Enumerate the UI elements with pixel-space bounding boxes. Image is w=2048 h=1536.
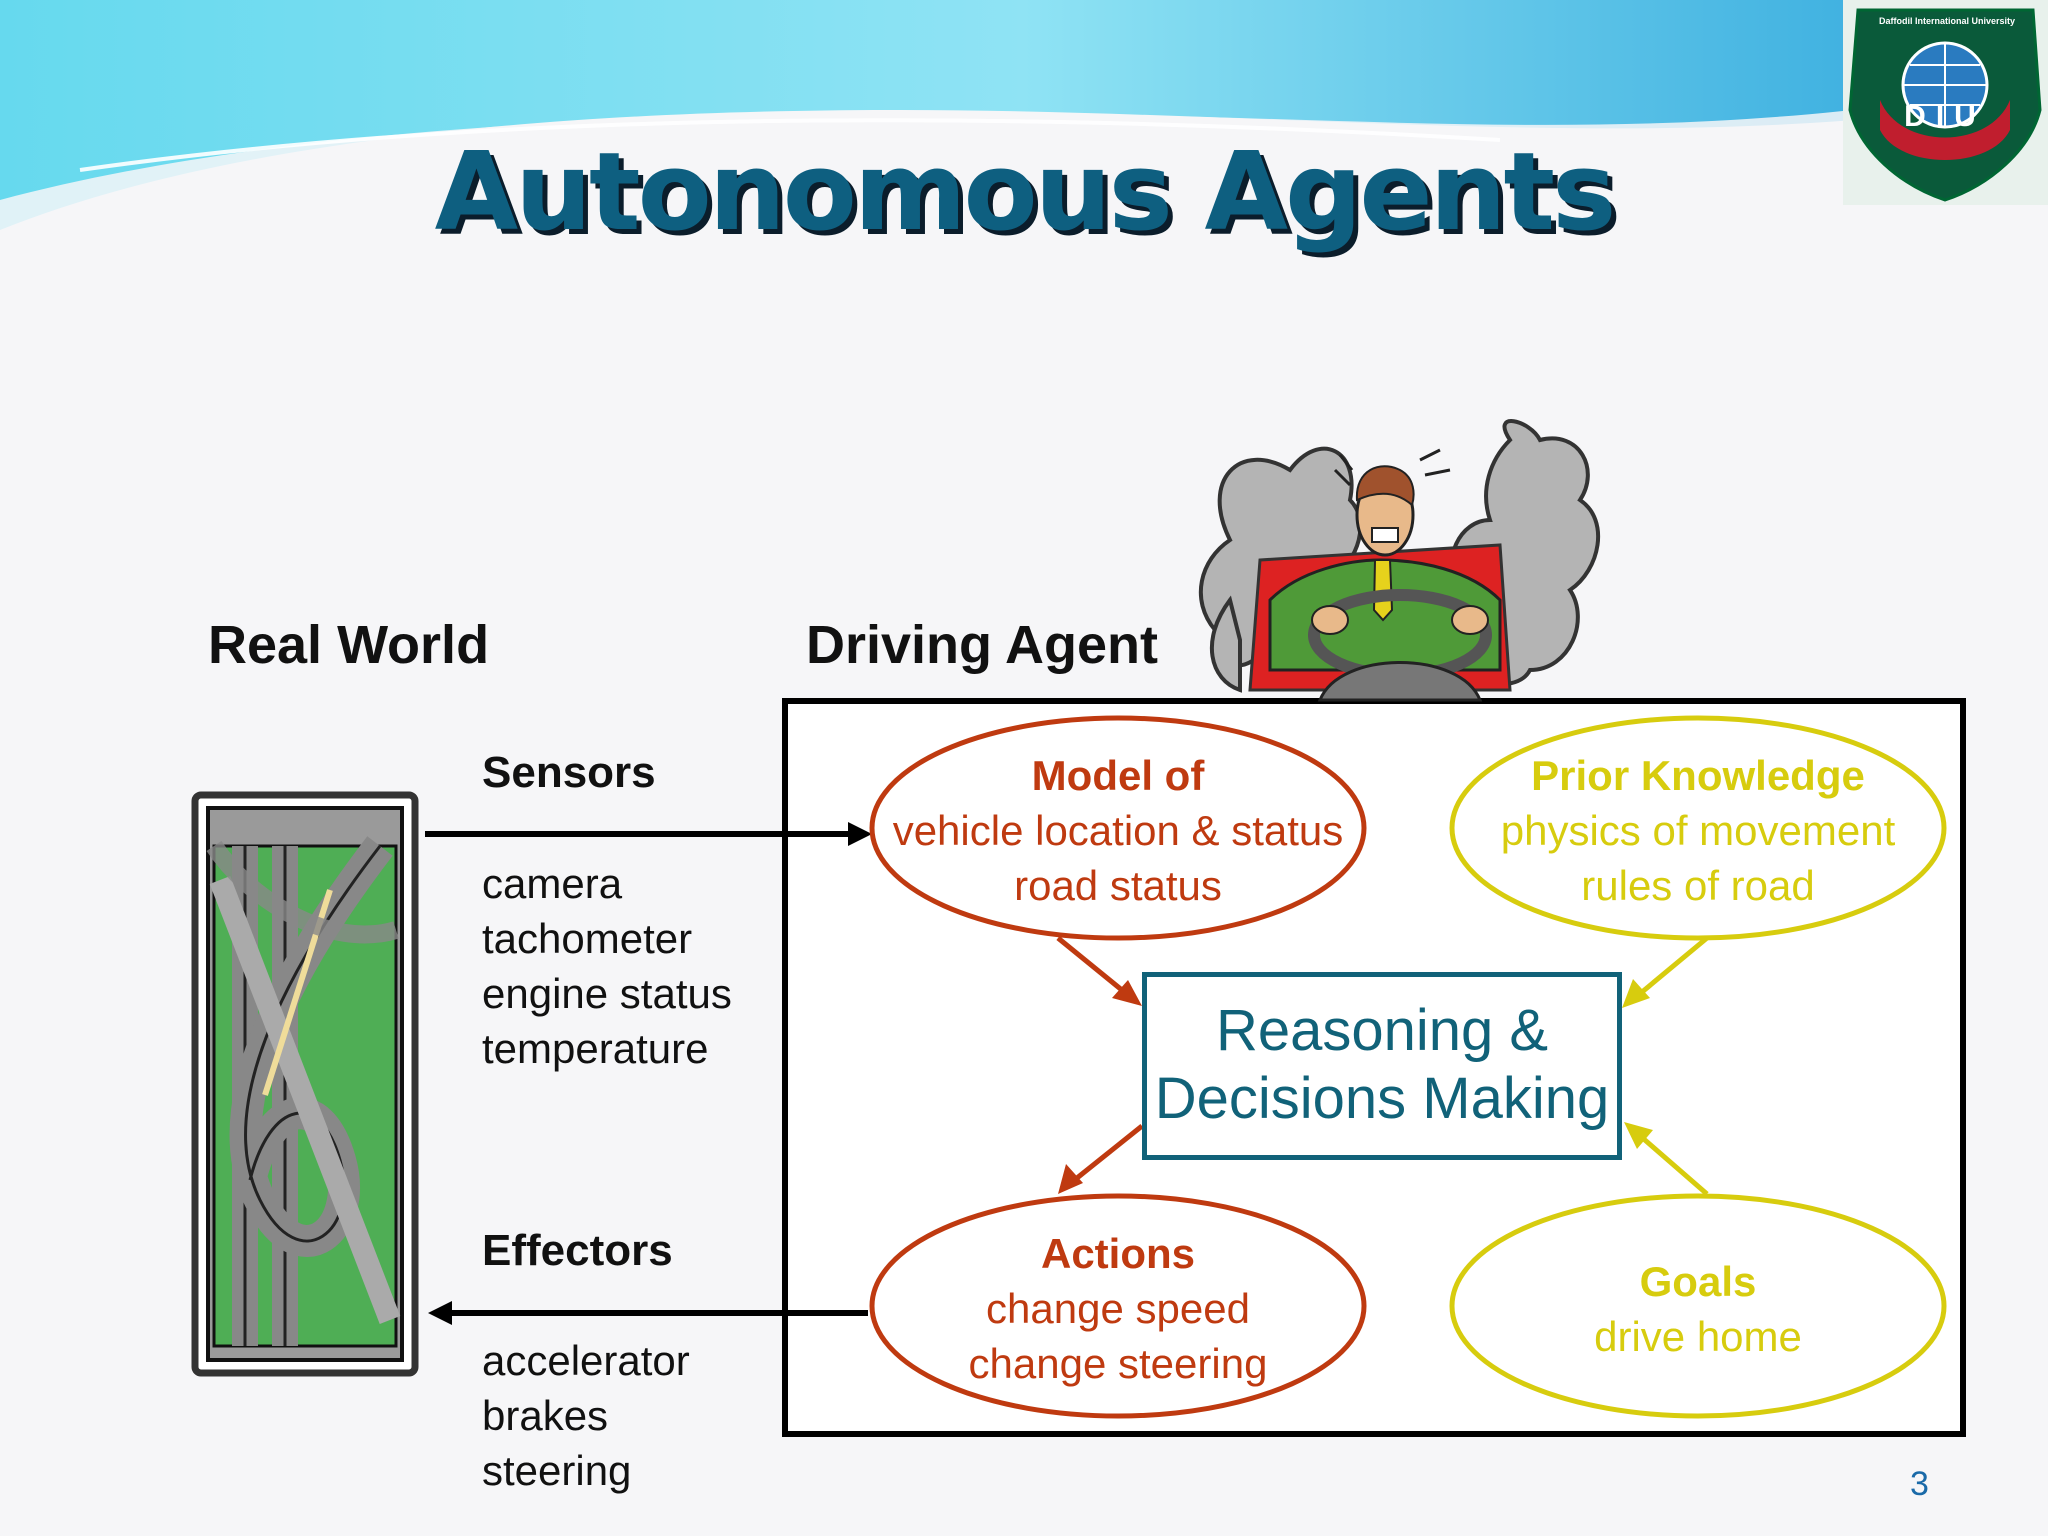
model-node-title: Model of — [1031, 752, 1205, 799]
oval-prior — [1449, 715, 1947, 941]
driver-cartoon — [1198, 419, 1601, 702]
goals-node-title: Goals — [1639, 1258, 1757, 1305]
effector-item: accelerator — [482, 1337, 690, 1384]
logo-initials: DIU — [1904, 100, 1986, 133]
effectors-list: accelerator brakes steering — [482, 1333, 690, 1498]
goals-node-line: drive home — [1594, 1313, 1802, 1360]
arrow-effectors — [428, 1301, 868, 1325]
oval-goals — [1449, 1193, 1947, 1419]
university-logo — [1843, 0, 2048, 205]
arrow-prior-to-reasoning — [1622, 936, 1709, 1008]
prior-node-text: Prior Knowledge physics of movement rule… — [1448, 748, 1948, 913]
page-number: 3 — [1910, 1465, 1929, 1503]
reasoning-node-line: Decisions Making — [1154, 1066, 1610, 1131]
arrow-goals-to-reasoning — [1624, 1122, 1709, 1196]
real-world-label: Real World — [208, 615, 490, 675]
prior-node-line: physics of movement — [1500, 807, 1896, 854]
sensor-item: engine status — [482, 970, 732, 1017]
model-node-text: Model of vehicle location & status road … — [868, 748, 1368, 913]
slide-title: Autonomous Agents — [434, 130, 1617, 255]
goals-node-text: Goals drive home — [1448, 1254, 1948, 1364]
driving-agent-label: Driving Agent — [806, 615, 1159, 675]
prior-node-title: Prior Knowledge — [1531, 752, 1865, 799]
arrow-sensors — [425, 822, 872, 846]
arrow-model-to-reasoning — [1056, 936, 1142, 1006]
header-wave — [0, 0, 2048, 230]
sensor-item: temperature — [482, 1025, 709, 1072]
reasoning-node-line: Reasoning & — [1215, 998, 1549, 1063]
actions-node-title: Actions — [1040, 1230, 1195, 1277]
sensor-item: camera — [482, 860, 623, 907]
sensors-label: Sensors — [482, 748, 656, 797]
effector-item: steering — [482, 1447, 632, 1494]
model-node-line: vehicle location & status — [892, 807, 1344, 854]
model-node-line: road status — [1014, 862, 1222, 909]
header-wave-white — [0, 80, 2048, 240]
arrow-reasoning-to-actions — [1058, 1124, 1144, 1194]
oval-model — [869, 715, 1367, 941]
effector-item: brakes — [482, 1392, 609, 1439]
actions-node-line: change speed — [986, 1285, 1250, 1332]
sensors-list: camera tachometer engine status temperat… — [482, 856, 732, 1076]
effectors-label: Effectors — [482, 1226, 673, 1275]
reasoning-node: Reasoning & Decisions Making — [1142, 972, 1622, 1160]
actions-node-line: change steering — [968, 1340, 1268, 1387]
header-wave-line — [79, 118, 1501, 172]
prior-node-line: rules of road — [1581, 862, 1815, 909]
actions-node-text: Actions change speed change steering — [868, 1226, 1368, 1391]
road-map-illustration — [191, 791, 419, 1377]
sensor-item: tachometer — [482, 915, 693, 962]
logo-university-name: Daffodil International University — [1878, 16, 2016, 26]
oval-actions — [869, 1193, 1367, 1419]
